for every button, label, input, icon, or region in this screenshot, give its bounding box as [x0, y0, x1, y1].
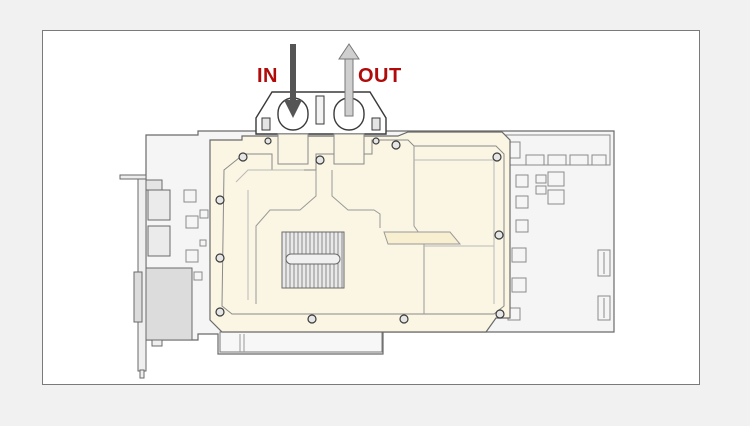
cold-plate-fins [281, 231, 345, 289]
io-bracket [119, 174, 193, 379]
inlet-label: IN [257, 65, 278, 87]
inlet-arrow-icon [284, 44, 302, 118]
pcb-components-left [183, 189, 209, 281]
outlet-arrow-icon [338, 43, 360, 117]
pcie-connector [219, 331, 383, 353]
pcb-components-right [505, 134, 611, 321]
outlet-label: OUT [358, 65, 402, 87]
mounting-screws [215, 137, 505, 324]
inlet-outlet-terminal [255, 91, 387, 135]
terminal-bridge [277, 133, 365, 165]
